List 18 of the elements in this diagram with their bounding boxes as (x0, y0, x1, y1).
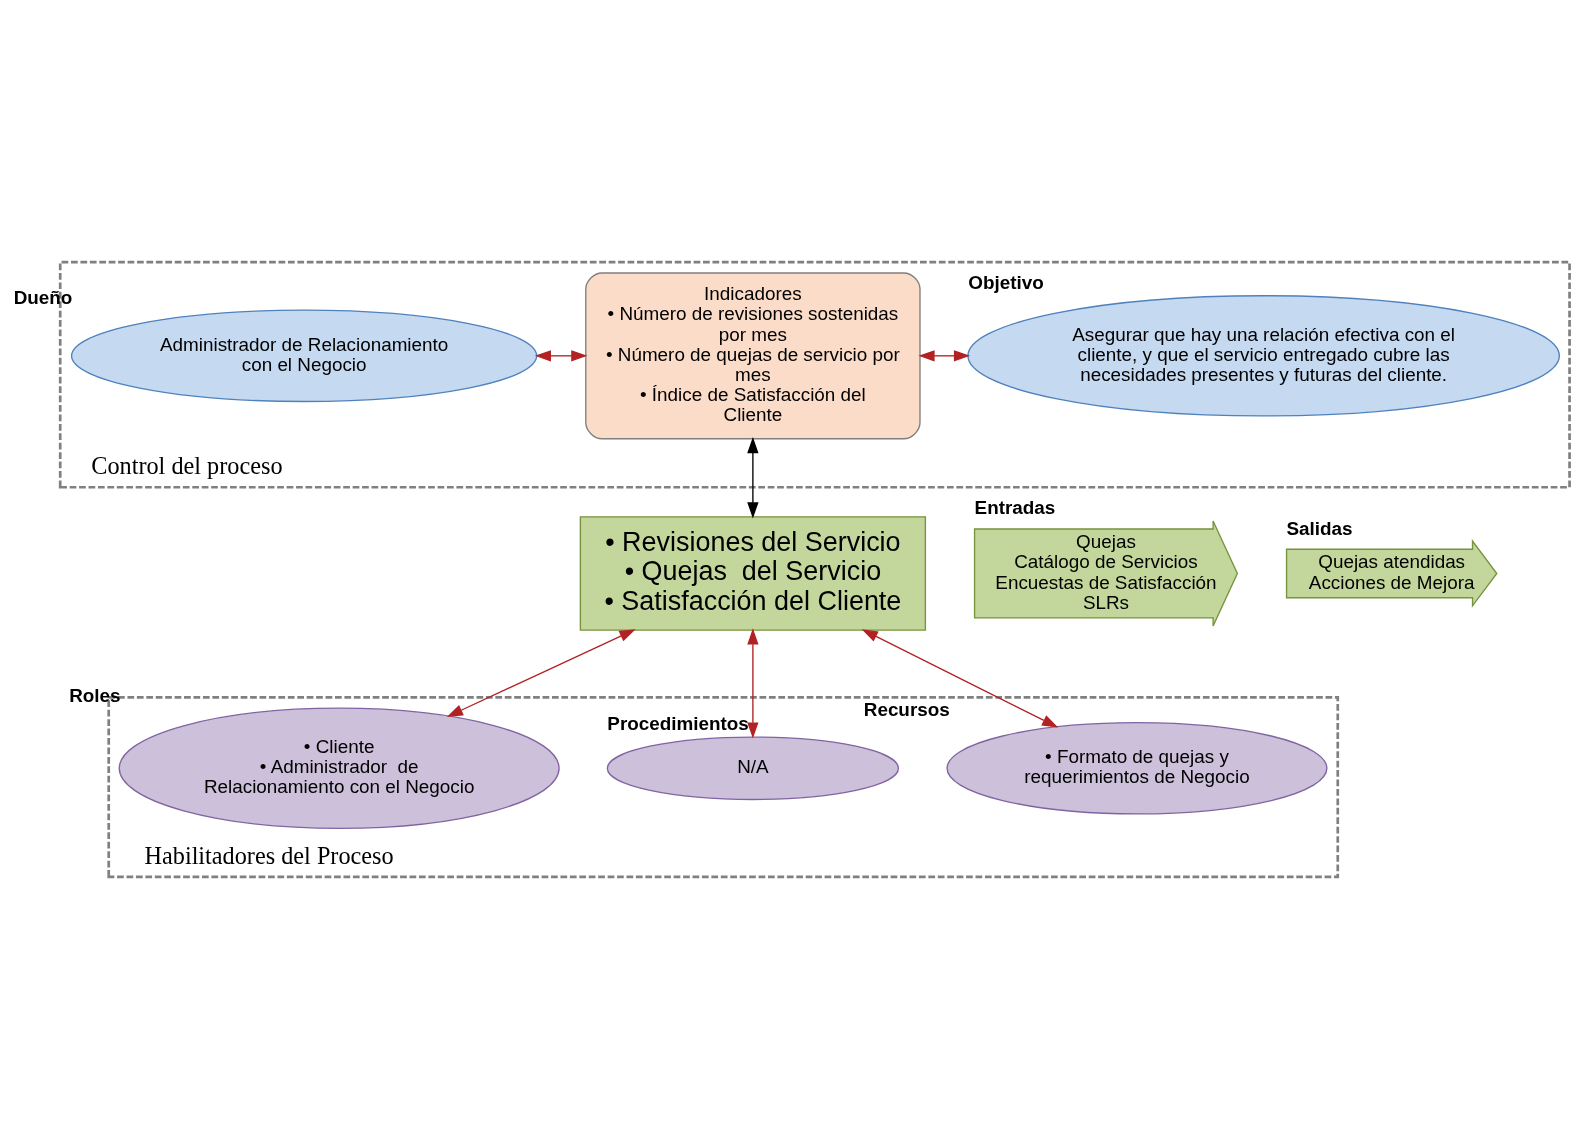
node-ellipse: Asegurar que hay una relación efectiva con el cliente, y que el servicio entregado cubre las necesidades presentes y futuras del cliente. (967, 294, 1560, 417)
node-label: Entradas (974, 496, 1056, 518)
node-box: Indicadores • Número de revisiones sostenidas por mes • Número de quejas de servicio por mes • Índice de Satisfacción del Cliente (585, 271, 921, 439)
arrow (446, 628, 636, 717)
arrow (747, 436, 759, 518)
arrow (918, 349, 971, 361)
node-label: Recursos (863, 698, 950, 720)
node-label: Procedimientos (607, 712, 749, 734)
node-label: Salidas (1286, 517, 1353, 539)
node-label: Objetivo (968, 271, 1044, 293)
node-ellipse: Administrador de Relacionamiento con el Negocio (70, 309, 538, 402)
arrow (534, 349, 588, 361)
arrow (747, 627, 759, 739)
node-box: • Revisiones del Servicio • Quejas del Servicio • Satisfacción del Cliente (579, 515, 927, 631)
node-ellipse: • Formato de quejas y requerimientos de Negocio (946, 721, 1328, 815)
node-ellipse: • Cliente • Administrador de Relacionamiento con el Negocio (118, 707, 560, 829)
node-ellipse: N/A (606, 735, 900, 800)
arrow (861, 628, 1059, 728)
